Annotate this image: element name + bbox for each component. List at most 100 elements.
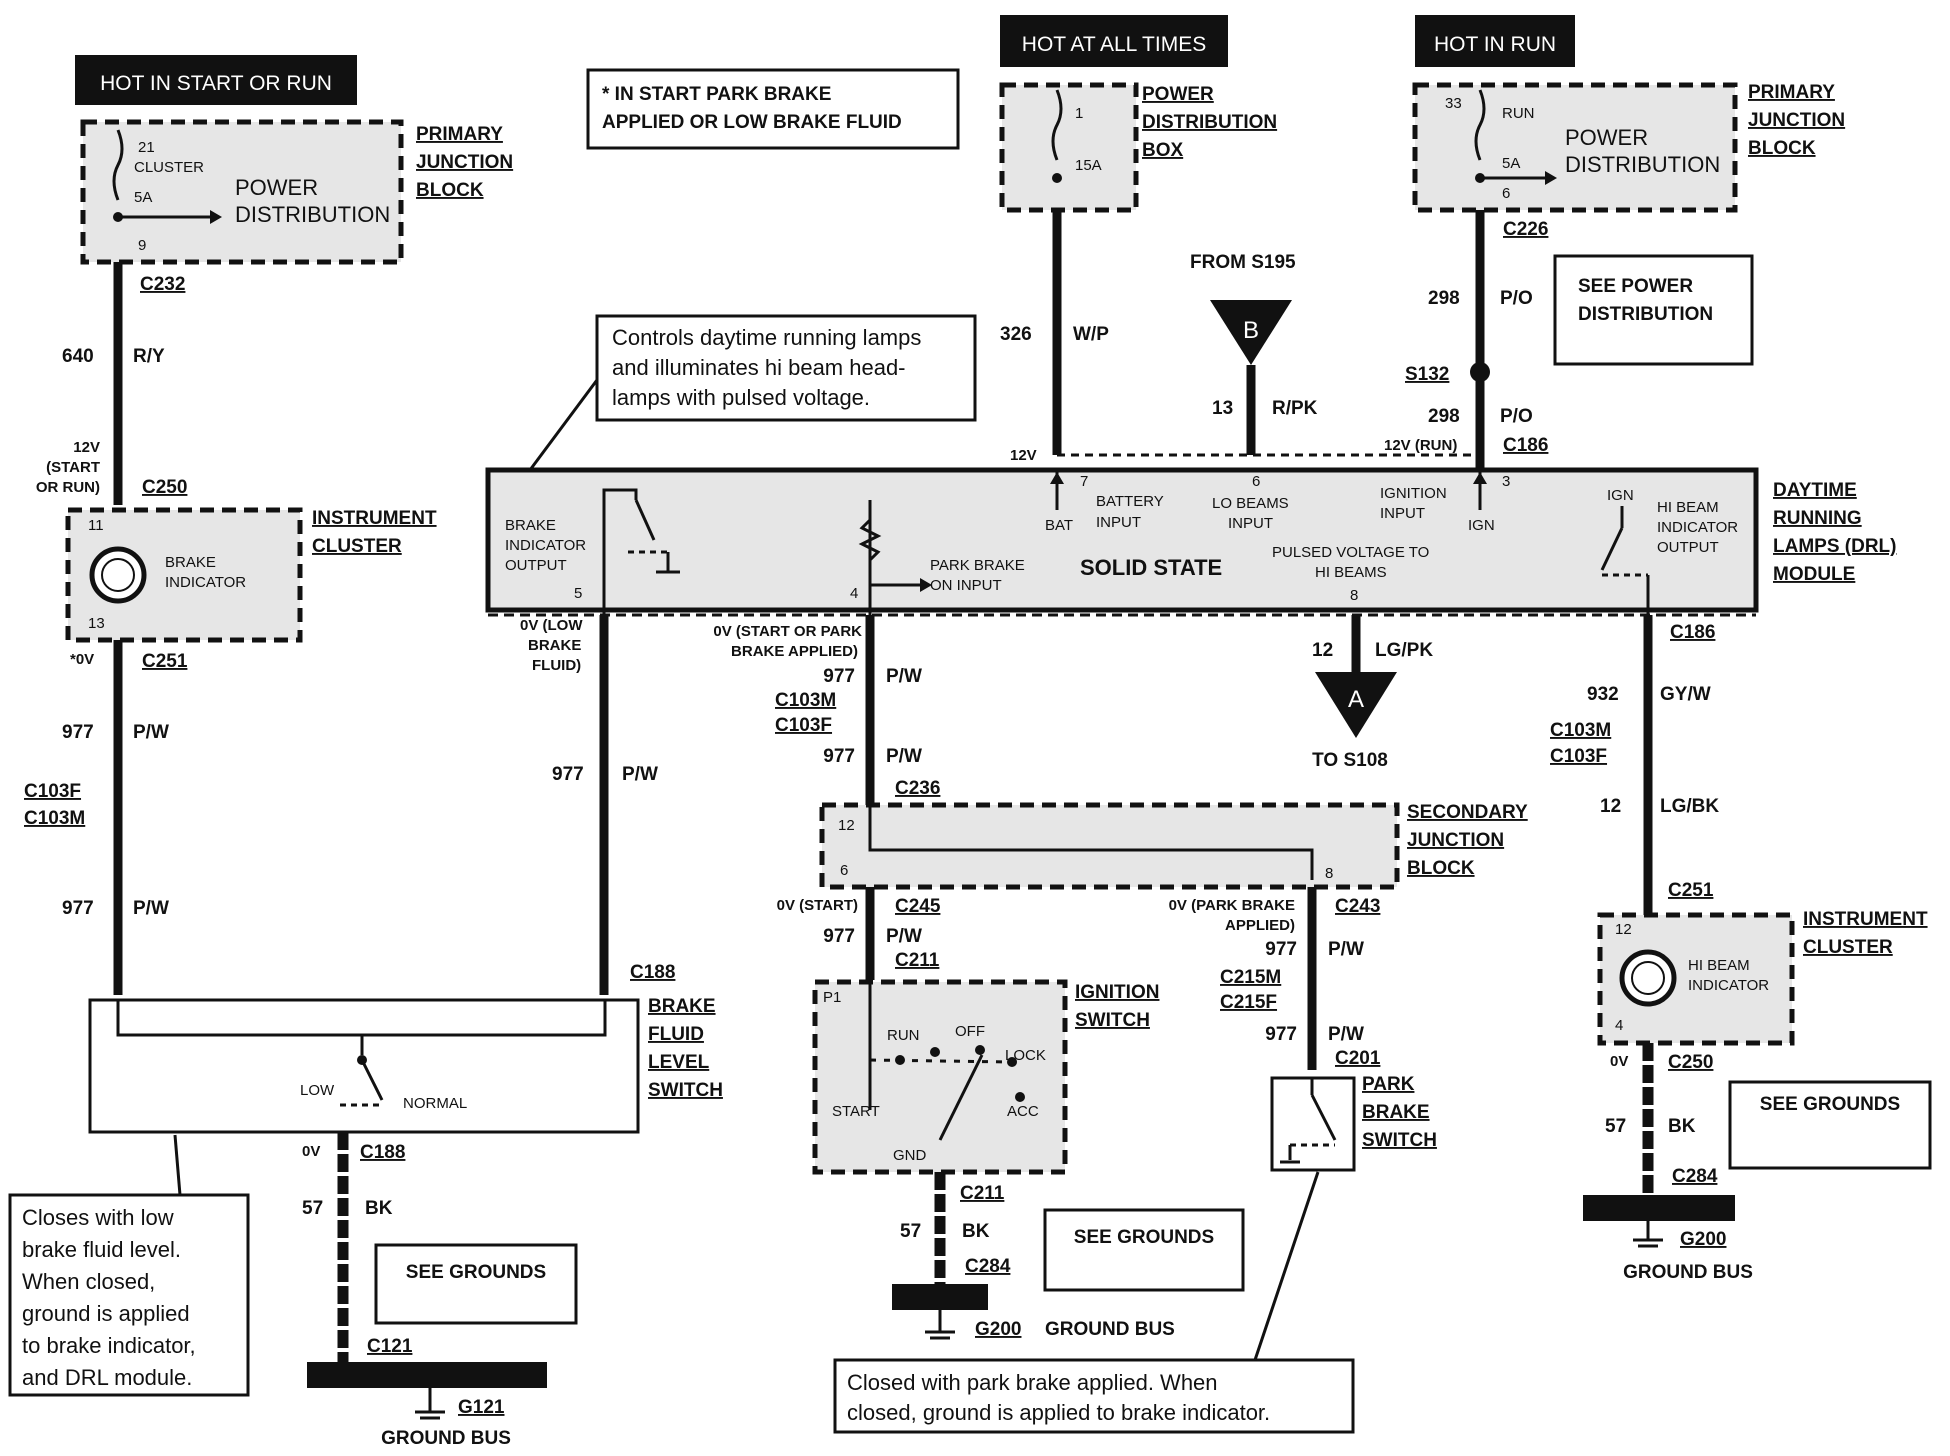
svg-text:977: 977 <box>823 746 855 767</box>
svg-text:INDICATOR: INDICATOR <box>165 574 246 591</box>
svg-text:C103F: C103F <box>775 715 832 736</box>
svg-text:PARK BRAKE: PARK BRAKE <box>930 557 1025 574</box>
svg-text:298: 298 <box>1428 288 1460 309</box>
svg-text:C103M: C103M <box>24 808 85 829</box>
svg-text:C201: C201 <box>1335 1048 1381 1069</box>
svg-text:LOW: LOW <box>300 1082 335 1099</box>
svg-text:Closes with low: Closes with low <box>22 1205 174 1230</box>
svg-text:LAMPS (DRL): LAMPS (DRL) <box>1773 536 1896 557</box>
svg-text:C284: C284 <box>1672 1166 1718 1187</box>
svg-text:BRAKE: BRAKE <box>648 996 716 1017</box>
svg-text:P/O: P/O <box>1500 288 1533 309</box>
svg-text:POWER: POWER <box>235 175 318 200</box>
svg-text:MODULE: MODULE <box>1773 564 1855 585</box>
svg-text:C250: C250 <box>1668 1052 1713 1073</box>
svg-text:GROUND BUS: GROUND BUS <box>381 1428 511 1449</box>
see-grounds-box-left: SEE GROUNDS <box>374 1243 578 1325</box>
note-park-brake-switch: Closed with park brake applied. When clo… <box>833 1171 1355 1434</box>
svg-text:BRAKE: BRAKE <box>528 637 581 654</box>
instrument-cluster-left: 11 13 BRAKE INDICATOR INSTRUMENT CLUSTER <box>65 507 437 643</box>
svg-text:OFF: OFF <box>955 1023 985 1040</box>
svg-text:4: 4 <box>1615 1017 1623 1034</box>
svg-text:P1: P1 <box>823 989 841 1006</box>
svg-text:PRIMARY: PRIMARY <box>1748 82 1835 103</box>
svg-text:brake fluid level.: brake fluid level. <box>22 1237 181 1262</box>
svg-text:0V: 0V <box>302 1143 320 1160</box>
svg-text:INSTRUMENT: INSTRUMENT <box>1803 909 1928 930</box>
svg-text:12V (RUN): 12V (RUN) <box>1384 437 1457 454</box>
svg-text:BATTERY: BATTERY <box>1096 493 1164 510</box>
svg-text:DISTRIBUTION: DISTRIBUTION <box>1565 152 1720 177</box>
svg-text:HOT IN RUN: HOT IN RUN <box>1434 33 1556 56</box>
svg-text:HI BEAM: HI BEAM <box>1657 499 1719 516</box>
svg-text:57: 57 <box>900 1221 921 1242</box>
svg-text:SWITCH: SWITCH <box>648 1080 723 1101</box>
svg-text:298: 298 <box>1428 406 1460 427</box>
header-hot-in-run: HOT IN RUN <box>1415 15 1575 67</box>
connector-c250-left: C250 <box>142 477 187 498</box>
instrument-cluster-right: 12 4 HI BEAM INDICATOR INSTRUMENT CLUSTE… <box>1597 909 1928 1046</box>
svg-text:(START: (START <box>46 459 100 476</box>
svg-text:FLUID): FLUID) <box>532 657 581 674</box>
svg-text:C226: C226 <box>1503 219 1548 240</box>
svg-text:CLUSTER: CLUSTER <box>312 536 402 557</box>
svg-text:DAYTIME: DAYTIME <box>1773 480 1857 501</box>
svg-text:HOT AT ALL TIMES: HOT AT ALL TIMES <box>1022 33 1206 56</box>
ground-bus-g121 <box>307 1362 547 1388</box>
svg-text:JUNCTION: JUNCTION <box>416 152 513 173</box>
svg-text:BOX: BOX <box>1142 140 1184 161</box>
svg-text:G200: G200 <box>1680 1229 1726 1250</box>
svg-text:DISTRIBUTION: DISTRIBUTION <box>1142 112 1277 133</box>
svg-text:5A: 5A <box>1502 155 1520 172</box>
svg-text:closed, ground is applied to b: closed, ground is applied to brake indic… <box>847 1400 1270 1425</box>
svg-text:BLOCK: BLOCK <box>1748 138 1816 159</box>
header-hot-all-times: HOT AT ALL TIMES <box>1000 15 1228 67</box>
svg-text:OR RUN): OR RUN) <box>36 479 100 496</box>
svg-text:C103F: C103F <box>1550 746 1607 767</box>
svg-text:INPUT: INPUT <box>1380 505 1425 522</box>
svg-text:1: 1 <box>1075 105 1083 122</box>
svg-text:932: 932 <box>1587 684 1619 705</box>
power-distribution-box: 1 15A POWER DISTRIBUTION BOX <box>999 82 1277 213</box>
svg-text:C188: C188 <box>630 962 675 983</box>
note-brake-fluid: Closes with low brake fluid level. When … <box>8 1134 250 1397</box>
svg-text:P/W: P/W <box>1328 939 1364 960</box>
svg-text:977: 977 <box>62 722 94 743</box>
svg-text:A: A <box>1348 686 1364 713</box>
svg-text:C188: C188 <box>360 1142 405 1163</box>
svg-text:G200: G200 <box>975 1319 1021 1340</box>
ground-bus-g200-center <box>892 1284 988 1310</box>
svg-text:C103M: C103M <box>775 690 836 711</box>
svg-text:GROUND BUS: GROUND BUS <box>1045 1319 1175 1340</box>
svg-text:G121: G121 <box>458 1397 505 1418</box>
svg-text:ground is applied: ground is applied <box>22 1301 190 1326</box>
svg-text:INPUT: INPUT <box>1096 514 1141 531</box>
svg-text:9: 9 <box>138 237 146 254</box>
ground-bus-g200-right <box>1583 1195 1735 1221</box>
svg-text:JUNCTION: JUNCTION <box>1407 830 1504 851</box>
ref-b-triangle <box>1210 300 1292 365</box>
ignition-switch: P1 RUN OFF LOCK START ACC GND IGNITION S… <box>812 979 1159 1175</box>
svg-text:BRAKE: BRAKE <box>505 517 556 534</box>
svg-text:BRAKE: BRAKE <box>165 554 216 571</box>
drl-module: BRAKE INDICATOR OUTPUT 5 4 PARK BRAKE ON… <box>485 467 1896 617</box>
svg-text:INDICATOR: INDICATOR <box>1688 977 1769 994</box>
svg-text:lamps with pulsed voltage.: lamps with pulsed voltage. <box>612 385 870 410</box>
svg-text:C103M: C103M <box>1550 720 1611 741</box>
svg-text:LO BEAMS: LO BEAMS <box>1212 495 1289 512</box>
ref-a-triangle <box>1315 672 1397 738</box>
svg-text:P/W: P/W <box>1328 1024 1364 1045</box>
svg-text:12: 12 <box>1615 921 1632 938</box>
svg-text:SWITCH: SWITCH <box>1362 1130 1437 1151</box>
svg-text:C251: C251 <box>1668 880 1714 901</box>
svg-text:LOCK: LOCK <box>1005 1047 1046 1064</box>
svg-text:INSTRUMENT: INSTRUMENT <box>312 508 437 529</box>
svg-text:OUTPUT: OUTPUT <box>505 557 567 574</box>
svg-text:13: 13 <box>88 615 105 632</box>
svg-text:HI BEAM: HI BEAM <box>1688 957 1750 974</box>
svg-text:13: 13 <box>1212 398 1233 419</box>
svg-text:57: 57 <box>302 1198 323 1219</box>
svg-text:C103F: C103F <box>24 781 81 802</box>
svg-text:7: 7 <box>1080 473 1088 490</box>
svg-text:0V: 0V <box>1610 1053 1628 1070</box>
